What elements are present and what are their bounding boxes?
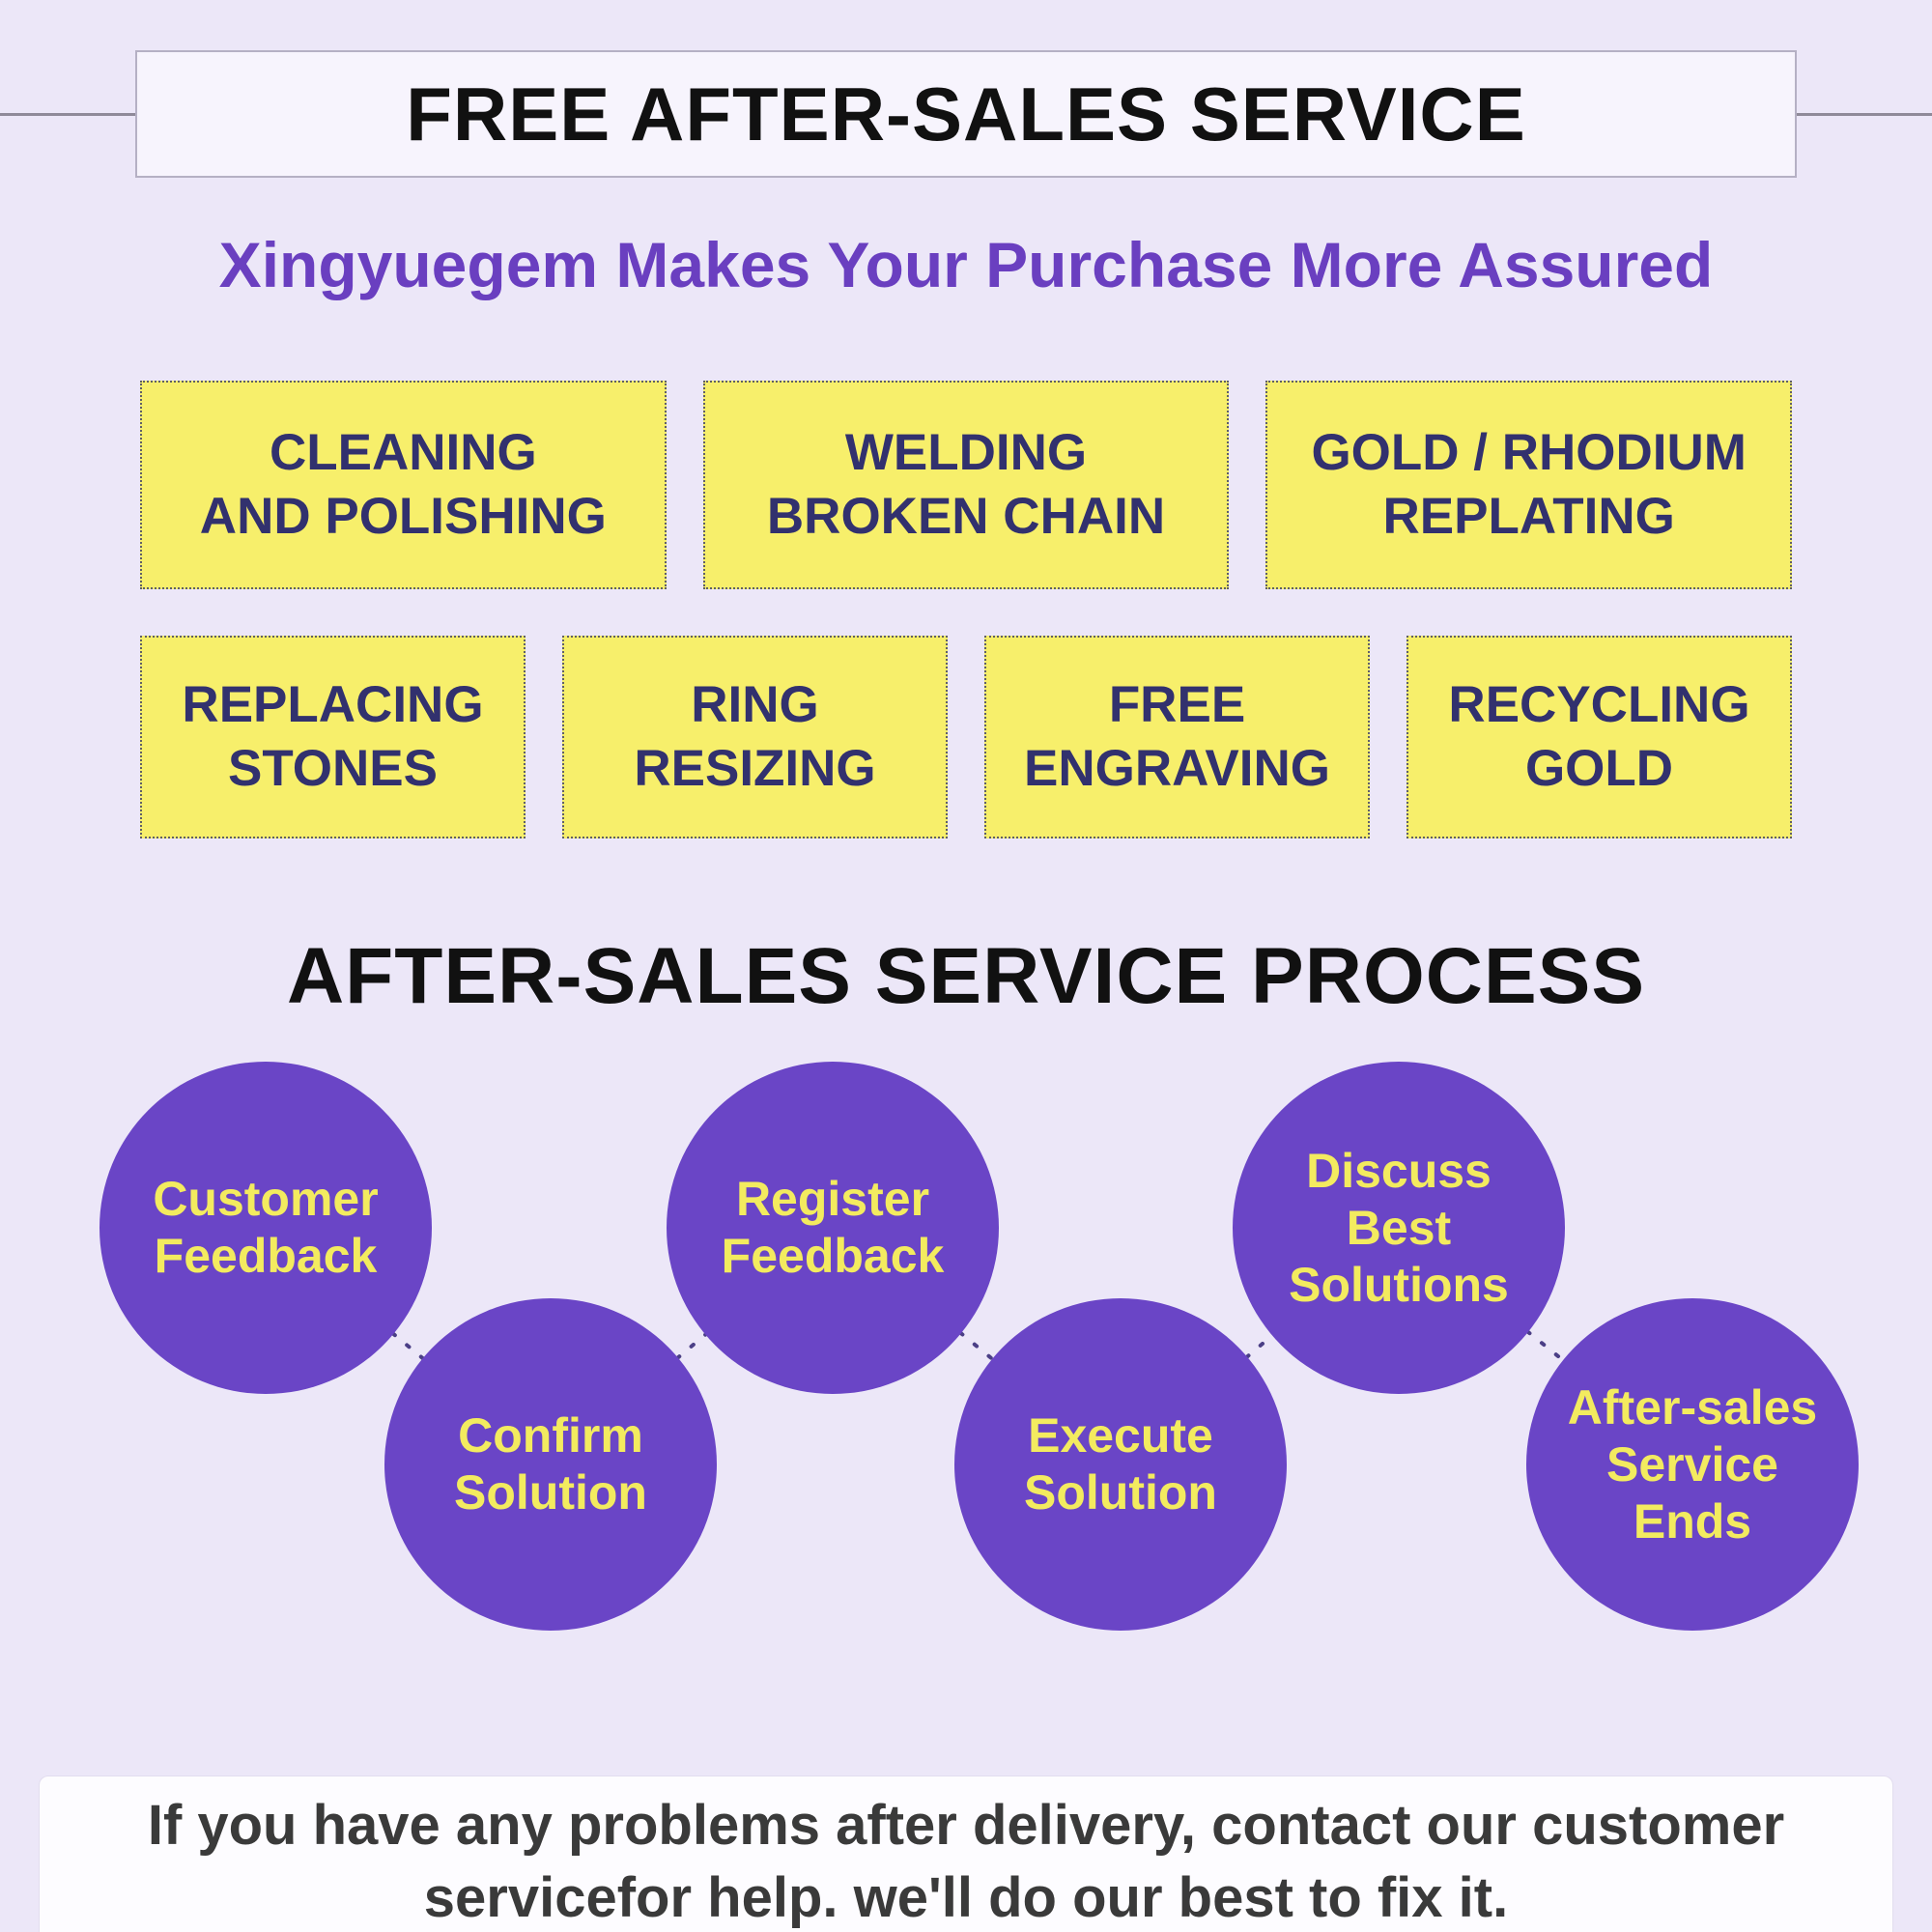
service-box-cleaning-polishing: CLEANING AND POLISHING	[140, 381, 667, 589]
title-rule-left	[0, 112, 135, 116]
process-step-execute-solution: Execute Solution	[954, 1298, 1287, 1631]
service-box-recycling-gold: RECYCLING GOLD	[1406, 636, 1792, 838]
subtitle: Xingyuegem Makes Your Purchase More Assu…	[218, 229, 1714, 300]
services-row-2: REPLACING STONES RING RESIZING FREE ENGR…	[0, 636, 1932, 838]
services-row-1: CLEANING AND POLISHING WELDING BROKEN CH…	[0, 381, 1932, 589]
process-step-after-sales-service-ends: After-sales Service Ends	[1526, 1298, 1859, 1631]
process-step-register-feedback: Register Feedback	[667, 1062, 999, 1394]
service-box-free-engraving: FREE ENGRAVING	[984, 636, 1370, 838]
process-step-customer-feedback: Customer Feedback	[99, 1062, 432, 1394]
page-title: FREE AFTER-SALES SERVICE	[135, 50, 1797, 178]
after-sales-infographic: FREE AFTER-SALES SERVICE Xingyuegem Make…	[0, 50, 1932, 1932]
footer-note-box: If you have any problems after delivery,…	[39, 1776, 1893, 1932]
process-flow: Customer Feedback Confirm Solution Regis…	[0, 1049, 1932, 1667]
process-step-discuss-best-solutions: Discuss Best Solutions	[1233, 1062, 1565, 1394]
title-rule-right	[1797, 112, 1932, 116]
service-box-ring-resizing: RING RESIZING	[562, 636, 948, 838]
process-step-confirm-solution: Confirm Solution	[384, 1298, 717, 1631]
service-box-welding-chain: WELDING BROKEN CHAIN	[702, 381, 1230, 589]
footer-note: If you have any problems after delivery,…	[147, 1793, 1785, 1929]
title-band: FREE AFTER-SALES SERVICE	[0, 50, 1932, 178]
service-box-gold-rhodium-replating: GOLD / RHODIUM REPLATING	[1265, 381, 1793, 589]
service-box-replacing-stones: REPLACING STONES	[140, 636, 526, 838]
process-heading: AFTER-SALES SERVICE PROCESS	[286, 932, 1646, 1020]
